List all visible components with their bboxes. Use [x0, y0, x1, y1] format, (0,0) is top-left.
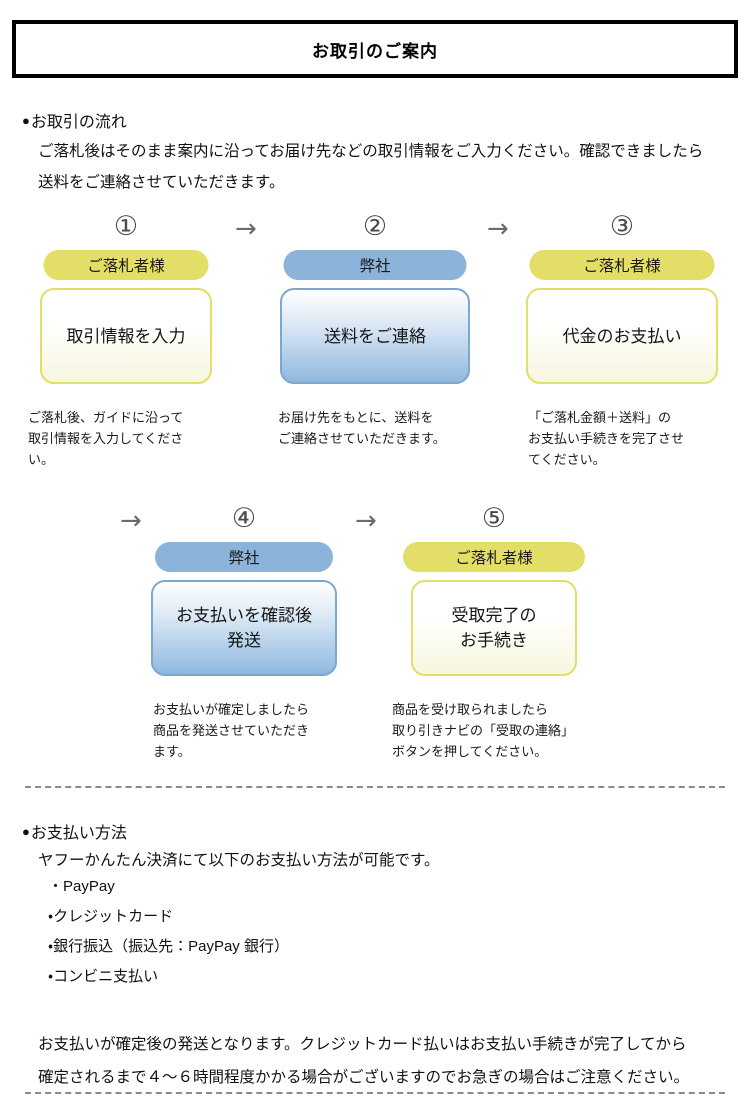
- step-actor-pill-5: ご落札者様: [403, 542, 585, 572]
- page-title: お取引のご案内: [312, 41, 438, 61]
- step-number-4: ④: [231, 503, 257, 534]
- flow-arrow-icon-2: →: [487, 214, 509, 244]
- payment-method-item-1: ・PayPay: [48, 878, 115, 895]
- flow-intro-paragraph: ご落札後はそのまま案内に沿ってお届け先などの取引情報をご入力ください。確認できま…: [38, 136, 738, 198]
- step-action-card-1: 取引情報を入力: [40, 288, 212, 384]
- section-divider-top: [25, 786, 725, 788]
- step-caption-3: 「ご落札金額＋送料」の お支払い手続きを完了させ てください。: [528, 410, 685, 467]
- flow-arrow-icon-3: →: [120, 506, 142, 536]
- step-actor-pill-2: 弊社: [283, 250, 467, 280]
- step-number-3: ③: [609, 211, 635, 242]
- payment-method-item-2: ・クレジットカード: [48, 908, 174, 925]
- step-action-card-3: 代金のお支払い: [526, 288, 718, 384]
- payment-intro: ヤフーかんたん決済にて以下のお支払い方法が可能です。: [38, 845, 738, 876]
- flow-arrow-icon-4: →: [355, 506, 377, 536]
- payment-note-paragraph: お支払いが確定後の発送となります。クレジットカード払いはお支払い手続きが完了して…: [38, 1028, 748, 1094]
- step-action-card-2: 送料をご連絡: [280, 288, 470, 384]
- step-caption-2: お届け先をもとに、送料を ご連絡させていただきます。: [278, 410, 446, 446]
- flow-section-heading: ●お取引の流れ: [22, 108, 127, 132]
- page-header-box: お取引のご案内: [12, 20, 738, 78]
- step-number-5: ⑤: [481, 503, 507, 534]
- bullet-icon: ●: [22, 113, 30, 128]
- step-caption-1: ご落札後、ガイドに沿って 取引情報を入力してくださ い。: [28, 410, 184, 467]
- payment-note-line-1: お支払いが確定後の発送となります。クレジットカード払いはお支払い手続きが完了して…: [38, 1036, 687, 1053]
- payment-section-heading: ●お支払い方法: [22, 819, 127, 843]
- step-number-2: ②: [362, 211, 388, 242]
- section-divider-bottom: [25, 1092, 725, 1094]
- step-number-1: ①: [113, 211, 139, 242]
- flow-heading-label: お取引の流れ: [30, 114, 127, 131]
- payment-heading-label: お支払い方法: [30, 825, 127, 842]
- step-caption-5: 商品を受け取られましたら 取り引きナビの「受取の連絡」 ボタンを押してください。: [392, 702, 575, 759]
- step-caption-4: お支払いが確定しましたら 商品を発送させていただき ます。: [153, 702, 310, 759]
- step-action-card-4: お支払いを確認後 発送: [151, 580, 337, 676]
- payment-method-item-4: ・コンビニ支払い: [48, 968, 159, 985]
- bullet-icon: ●: [22, 824, 30, 839]
- payment-note-line-2: 確定されるまで４～６時間程度かかる場合がございますのでお急ぎの場合はご注意くださ…: [38, 1069, 690, 1086]
- step-actor-pill-1: ご落札者様: [43, 250, 209, 280]
- step-action-card-5: 受取完了の お手続き: [411, 580, 577, 676]
- payment-intro-line: ヤフーかんたん決済にて以下のお支払い方法が可能です。: [38, 852, 440, 869]
- payment-method-item-3: ・銀行振込（振込先：PayPay 銀行）: [48, 938, 289, 955]
- step-actor-pill-3: ご落札者様: [529, 250, 715, 280]
- flow-arrow-icon-1: →: [235, 214, 257, 244]
- flow-intro-line-2: 送料をご連絡させていただきます。: [38, 174, 285, 191]
- step-actor-pill-4: 弊社: [155, 542, 333, 572]
- flow-intro-line-1: ご落札後はそのまま案内に沿ってお届け先などの取引情報をご入力ください。確認できま…: [38, 143, 704, 160]
